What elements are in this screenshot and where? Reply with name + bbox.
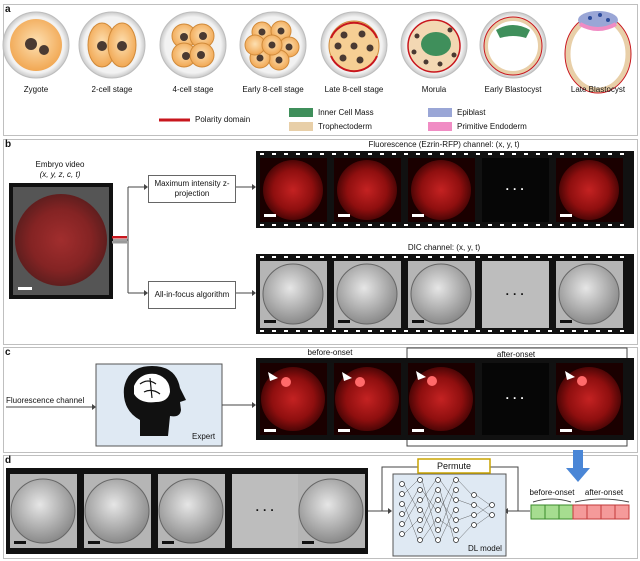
blue-arrow-head xyxy=(566,468,590,482)
blue-arrow-shaft xyxy=(573,450,583,470)
legend-polarity: Polarity domain xyxy=(195,115,251,124)
early-eight-cell-embryo xyxy=(239,11,307,79)
embryo-video-dims: (x, y, z, c, t) xyxy=(39,170,81,179)
four-cell-embryo xyxy=(159,11,227,79)
permute-label: Permute xyxy=(436,461,472,471)
dic-channel-title: DIC channel: (x, y, t) xyxy=(407,243,481,252)
early-blastocyst-embryo xyxy=(479,11,547,79)
dl-model-label: DL model xyxy=(468,544,502,553)
dic-ellipsis: · · · xyxy=(505,287,525,301)
expert-label: Expert xyxy=(192,432,216,441)
stage-label-late-blastocyst: Late Blastocyst xyxy=(570,85,626,94)
stage-label-early8: Early 8-cell stage xyxy=(242,85,304,94)
morula-embryo xyxy=(400,11,468,79)
panel-c-label: c xyxy=(5,347,11,358)
epiblast-swatch xyxy=(428,108,452,117)
after-onset-label-d: after-onset xyxy=(584,488,624,497)
stage-label-4cell: 4-cell stage xyxy=(172,85,214,94)
output-label-bar xyxy=(530,504,630,520)
stage-label-morula: Morula xyxy=(421,85,447,94)
zygote-embryo xyxy=(2,11,70,79)
mip-box: Maximum intensity z-projection xyxy=(148,175,236,203)
dl-ellipsis: · · · xyxy=(255,503,275,517)
aif-box: All-in-focus algorithm xyxy=(148,281,236,309)
fluorescence-film-strip xyxy=(256,151,634,228)
dl-input-film-strip xyxy=(6,468,368,554)
troph-swatch xyxy=(289,122,313,131)
fluor-ellipsis: · · · xyxy=(505,182,525,196)
expert-film-strip xyxy=(256,358,634,440)
legend-epiblast: Epiblast xyxy=(457,108,486,117)
late-eight-cell-embryo xyxy=(320,11,388,79)
late-blastocyst-embryo xyxy=(564,11,632,94)
legend-endoderm: Primitive Endoderm xyxy=(457,122,527,131)
embryo-video-title: Embryo video xyxy=(35,160,85,169)
before-onset-label-c: before-onset xyxy=(307,348,353,357)
stage-label-late8: Late 8-cell stage xyxy=(324,85,384,94)
permute-box xyxy=(417,458,491,474)
expert-head-icon xyxy=(123,366,186,436)
expert-ellipsis: · · · xyxy=(505,391,525,405)
legend-troph: Trophectoderm xyxy=(318,122,372,131)
icm-swatch xyxy=(289,108,313,117)
stage-label-early-blastocyst: Early Blastocyst xyxy=(484,85,542,94)
before-onset-label-d: before-onset xyxy=(529,488,575,497)
two-cell-embryo xyxy=(78,11,146,79)
legend-icm: Inner Cell Mass xyxy=(318,108,374,117)
stage-label-zygote: Zygote xyxy=(23,85,49,94)
stage-label-2cell: 2-cell stage xyxy=(91,85,133,94)
panel-b-label: b xyxy=(5,139,12,150)
fluorescence-channel-title: Fluorescence (Ezrin-RFP) channel: (x, y,… xyxy=(368,140,520,149)
embryo-video-film xyxy=(9,183,113,299)
panel-a-label: a xyxy=(5,4,11,15)
panel-d-label: d xyxy=(5,455,12,466)
dic-film-strip xyxy=(256,254,634,334)
endoderm-swatch xyxy=(428,122,452,131)
dl-model-box xyxy=(392,473,507,557)
after-onset-label-c: after-onset xyxy=(496,350,536,359)
neural-network-icon xyxy=(399,477,495,543)
fluorescence-channel-input: Fluorescence channel xyxy=(6,396,85,405)
